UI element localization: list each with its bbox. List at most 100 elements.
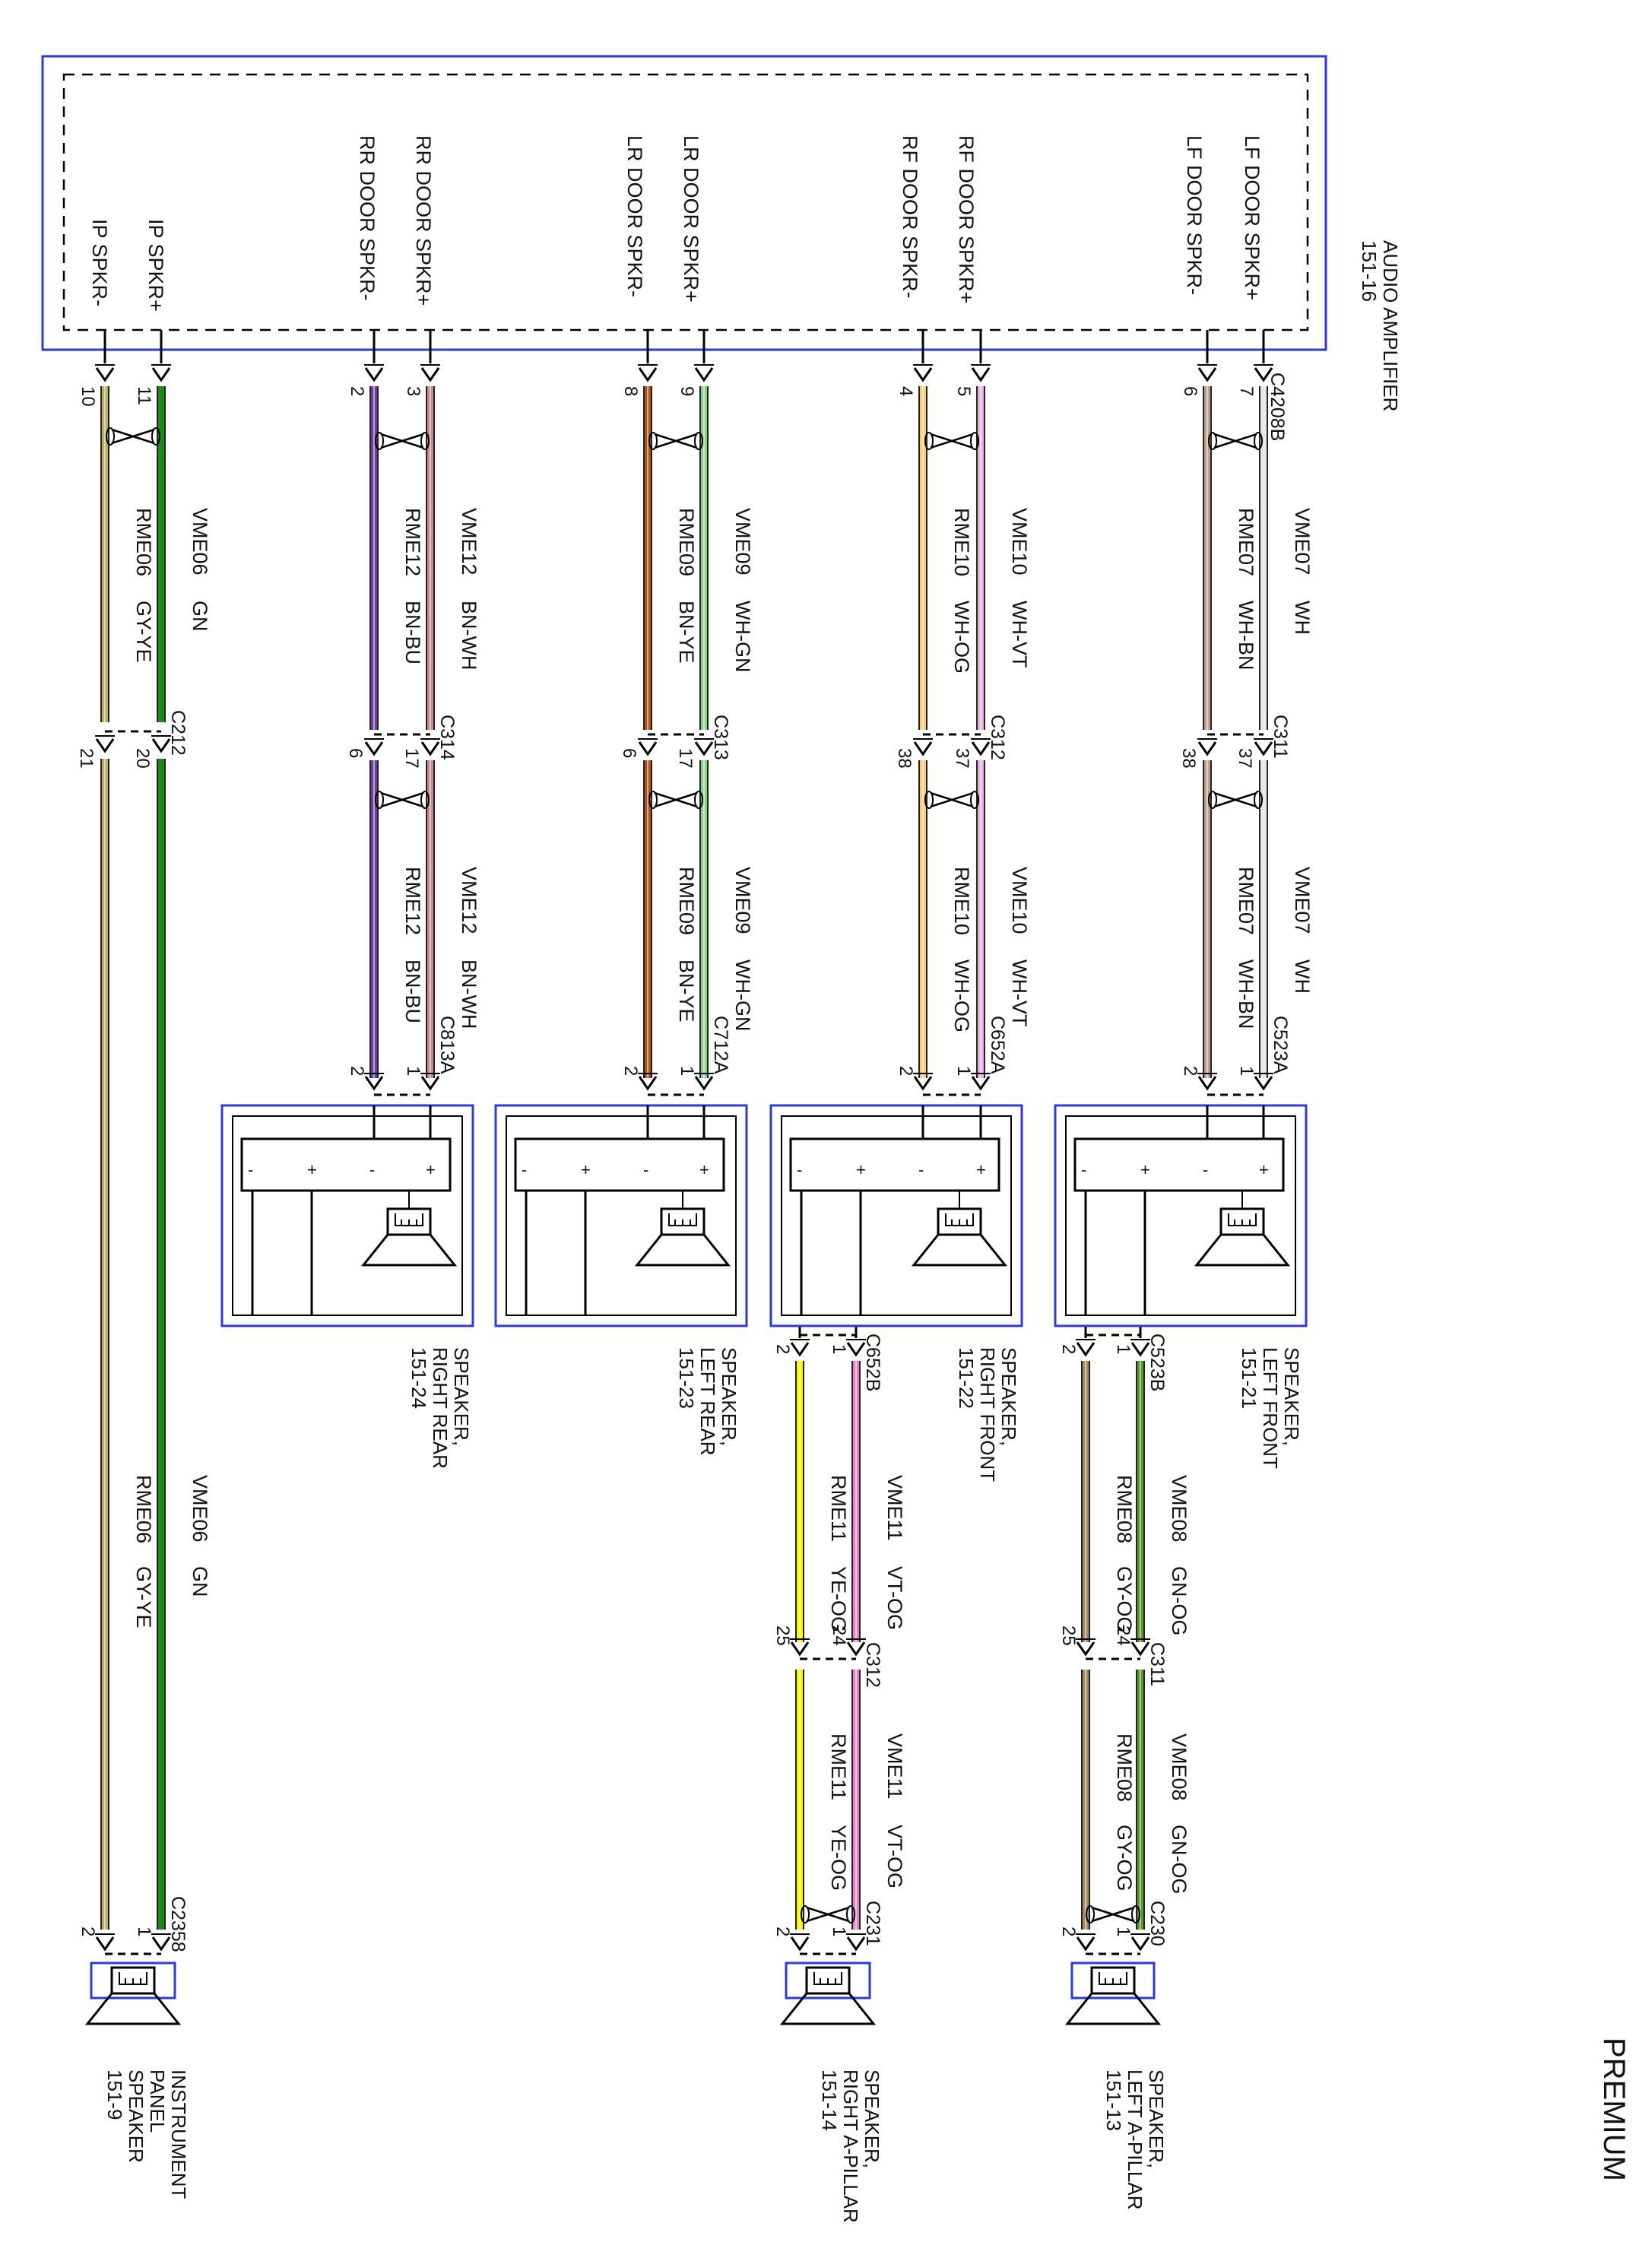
pin-lf-pos-mid: 37: [1235, 748, 1255, 769]
speaker-box-lr-sign-0: +: [699, 1160, 709, 1179]
circuit-lr-neg-b: RME09: [675, 867, 698, 935]
speaker-box-lf-sign-0: +: [1259, 1160, 1269, 1179]
circuit-rap-neg-b: RME11: [827, 1733, 850, 1800]
circuit-lap-pos-a: VME08: [1168, 1475, 1191, 1543]
page-title: PREMIUM: [1597, 2038, 1631, 2181]
pin-lap-pos-c3: 1: [1113, 1927, 1134, 1936]
speaker-box-lf-speaker-icon: [1195, 1207, 1289, 1267]
speaker-box-lr: +-+-: [494, 1104, 748, 1327]
circuit-rf-pos-a: VME10: [1008, 508, 1031, 576]
conn-rap-c3-name: C231: [862, 1901, 883, 1946]
wire-rap-neg-b-stripe: [799, 1670, 801, 1930]
conn-lap-c1-name: C523B: [1146, 1334, 1168, 1391]
amp-terminal-labels: LF DOOR SPKR+ LF DOOR SPKR- RF DOOR SPKR…: [88, 135, 1264, 312]
spk-lf-ref: 151-21: [1238, 1347, 1260, 1409]
circuit-lap-neg-a: RME08: [1113, 1475, 1136, 1543]
spk-lf-l2: LEFT FRONT: [1259, 1347, 1282, 1469]
twist-rf-a: [924, 431, 980, 451]
circuit-lap-neg-b: RME08: [1113, 1733, 1136, 1802]
spk-rf-l2: RIGHT FRONT: [976, 1347, 999, 1482]
circuit-rap-pos-a: VME11: [883, 1475, 906, 1541]
color-lap-pos-a: GN-OG: [1168, 1566, 1191, 1636]
circuit-rr-pos-b: VME12: [458, 867, 480, 934]
pin-lf-pos-amp: 7: [1236, 386, 1257, 396]
wire-rr-neg-a: [369, 386, 379, 730]
wire-ip-neg-a-stripe: [104, 386, 106, 722]
speaker-box-rf-frame: [769, 1104, 1023, 1327]
wire-lr-neg-b: [643, 760, 652, 1078]
pin-lf-pos-spk: 1: [1236, 1066, 1257, 1076]
color-lr-neg-a: BN-YE: [675, 601, 698, 664]
pin-lr-neg-spk: 2: [620, 1066, 641, 1076]
pin-rf-pos-amp: 5: [953, 386, 974, 396]
pin-rr-pos-amp: 3: [403, 386, 423, 396]
speaker-box-rf-sign-3: -: [797, 1160, 802, 1179]
pin-rap-neg-c1: 2: [772, 1344, 793, 1354]
color-rf-pos-b: WH-VT: [1008, 959, 1031, 1026]
speaker-box-lf: +-+-: [1054, 1104, 1308, 1327]
spk-rf-l1: SPEAKER,: [997, 1347, 1020, 1446]
speaker-box-rf-sign-0: +: [976, 1160, 986, 1179]
circuit-rap-pos-b: VME11: [883, 1733, 906, 1800]
spk-lr-l1: SPEAKER,: [718, 1347, 740, 1446]
wire-lf-pos-b-fill: [1260, 760, 1267, 1078]
spk-rap-l1: SPEAKER,: [861, 2069, 883, 2168]
wire-rr-neg-b-stripe: [373, 760, 375, 1078]
color-rr-pos-b: BN-WH: [458, 959, 480, 1029]
wire-ip-neg-a: [100, 386, 109, 722]
term-lr-pos: LR DOOR SPKR+: [680, 135, 702, 303]
speaker-box-lr-frame: [494, 1104, 748, 1327]
pin-ip-pos-c212: 20: [132, 748, 153, 769]
wire-lf-neg-b-stripe: [1206, 760, 1208, 1078]
speaker-box-rf-terminal-block: [789, 1137, 1000, 1192]
spk-lr-ref: 151-23: [675, 1347, 698, 1409]
pin-rap-neg-c3: 2: [772, 1927, 793, 1936]
circuit-lf-pos-a: VME07: [1291, 508, 1314, 576]
wire-rr-pos-a-stripe: [430, 386, 431, 730]
term-lr-neg: LR DOOR SPKR-: [623, 135, 646, 297]
color-ip-neg-b: GY-YE: [132, 1566, 155, 1628]
term-lf-neg: LF DOOR SPKR-: [1183, 135, 1206, 295]
pin-lap-neg-c1: 2: [1058, 1344, 1079, 1354]
arrow-lf-neg-amp: [1196, 363, 1219, 382]
pin-lr-pos-amp: 9: [677, 386, 697, 396]
conn-rf-spk-name: C652A: [987, 1016, 1008, 1074]
arrow-rr-pos-amp: [419, 363, 442, 382]
wire-lap-pos-b-stripe: [1140, 1670, 1141, 1930]
wire-lap-pos-a: [1136, 1361, 1145, 1642]
pin-rr-neg-amp: 2: [347, 386, 367, 396]
color-rf-pos-a: WH-VT: [1008, 601, 1031, 668]
wire-lf-neg-a-stripe: [1206, 386, 1208, 730]
pin-rf-neg-mid: 38: [894, 748, 915, 769]
circuit-rr-neg-a: RME12: [401, 508, 424, 576]
speaker-box-lf-sign-2: +: [1140, 1160, 1150, 1179]
spk-rr-l1: SPEAKER,: [450, 1347, 473, 1446]
color-lap-neg-b: GY-OG: [1113, 1825, 1136, 1892]
twist-rap: [800, 1904, 856, 1924]
wire-lf-pos-b: [1259, 760, 1268, 1078]
speaker-box-lr-inner: [506, 1115, 737, 1316]
speaker-ip-icon: [86, 1966, 180, 2025]
wire-rap-neg-a: [795, 1361, 804, 1642]
pin-lap-neg-c3: 2: [1058, 1927, 1079, 1936]
color-lf-neg-a: WH-BN: [1235, 601, 1257, 670]
color-lap-neg-a: GY-OG: [1113, 1566, 1136, 1633]
speaker-box-lr-terminal-block: [514, 1137, 725, 1192]
wire-ip-pos-b-fill: [158, 759, 164, 1930]
spk-lr-l2: LEFT REAR: [696, 1347, 719, 1456]
arrow-rr-neg-amp: [363, 363, 385, 382]
wire-rf-pos-b-stripe: [980, 760, 981, 1078]
circuit-lf-neg-b: RME07: [1235, 867, 1257, 935]
speaker-box-rr: +-+-: [220, 1104, 474, 1327]
pin-rap-pos-c2: 24: [829, 1625, 849, 1646]
twist-lap: [1085, 1904, 1141, 1924]
pin-rf-pos-mid: 37: [952, 748, 972, 769]
twist-lr-b: [648, 790, 704, 810]
speaker-box-rr-sign-2: +: [307, 1160, 317, 1179]
pin-ip-pos-c2358: 1: [134, 1927, 154, 1936]
pin-lr-pos-spk: 1: [677, 1066, 697, 1076]
twist-rr-a: [374, 431, 430, 451]
term-rf-neg: RF DOOR SPKR-: [899, 135, 921, 299]
spk-rr-ref: 151-24: [407, 1347, 430, 1409]
conn-lf-mid-name: C311: [1270, 715, 1291, 759]
